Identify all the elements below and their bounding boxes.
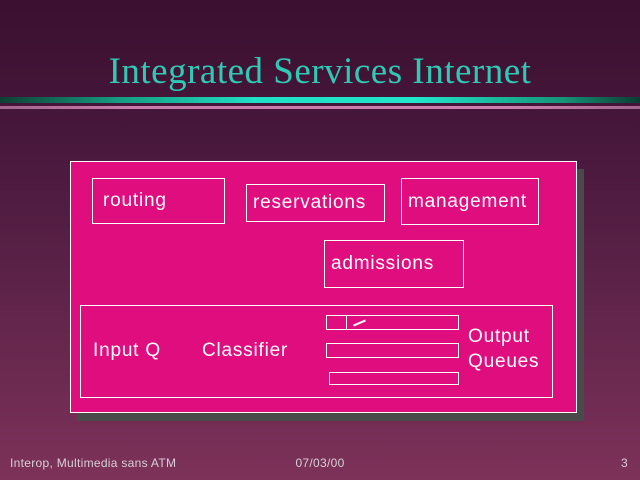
- title-rule-pink: [0, 106, 640, 109]
- reservations-label: reservations: [253, 192, 367, 213]
- admissions-label: admissions: [331, 253, 435, 274]
- footer-date: 07/03/00: [295, 456, 345, 470]
- admissions-box: admissions: [324, 240, 464, 288]
- routing-box: routing: [92, 178, 225, 224]
- slide-title: Integrated Services Internet: [108, 51, 532, 92]
- routing-label: routing: [103, 190, 167, 211]
- footer-page-number: 3: [621, 456, 628, 470]
- management-box: management: [401, 178, 539, 225]
- queue-cell-divider: [346, 316, 347, 329]
- footer-presentation-title: Interop, Multimedia sans ATM: [10, 456, 177, 470]
- slash-mark-icon: [353, 319, 366, 327]
- output-queues-line1: Output: [468, 326, 530, 347]
- classifier-label: Classifier: [202, 340, 289, 361]
- queue-bar: [329, 372, 459, 385]
- queue-bar: [326, 343, 459, 358]
- output-queues-line2: Queues: [468, 351, 540, 372]
- title-rule-teal: [0, 97, 640, 103]
- router-diagram-panel: routing reservations management admissio…: [70, 161, 577, 413]
- reservations-box: reservations: [246, 184, 385, 222]
- management-label: management: [408, 190, 527, 212]
- queue-bar: [326, 315, 459, 330]
- input-q-label: Input Q: [93, 340, 161, 361]
